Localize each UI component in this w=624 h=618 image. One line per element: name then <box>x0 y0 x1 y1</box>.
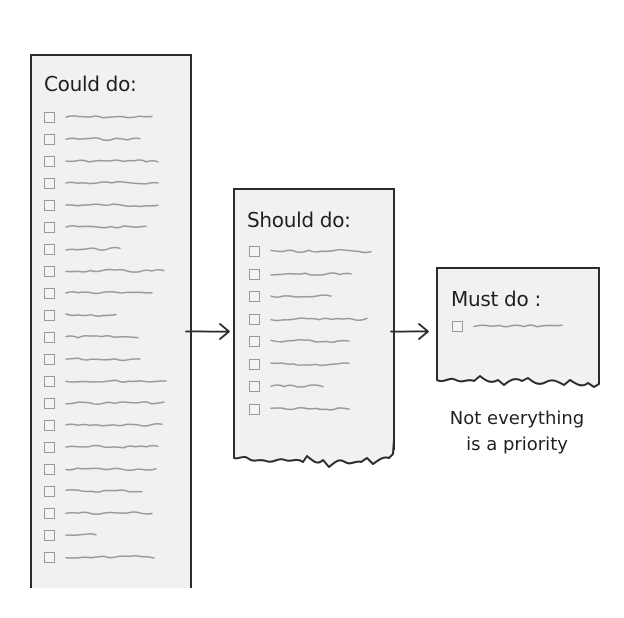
scribble-line <box>65 115 153 119</box>
checkbox-icon <box>44 244 55 255</box>
checkbox-icon <box>44 420 55 431</box>
checkbox-icon <box>44 222 55 233</box>
checkbox-icon <box>44 376 55 387</box>
checkbox-icon <box>44 398 55 409</box>
checkbox-icon <box>249 291 260 302</box>
scribble-line <box>65 224 147 229</box>
scribble-line <box>65 401 165 406</box>
checkbox-icon <box>44 552 55 563</box>
scribble-line <box>65 467 157 472</box>
scribble-line <box>473 324 563 328</box>
torn-edge <box>436 368 600 388</box>
checkbox-icon <box>249 403 260 415</box>
caption-line-1: Not everything <box>449 408 585 429</box>
checkbox-icon <box>44 332 55 343</box>
checkbox-icon <box>249 381 260 392</box>
checkbox-icon <box>44 310 55 321</box>
scribble-line <box>65 290 153 295</box>
checkbox-icon <box>249 313 260 325</box>
scribble-line <box>65 180 159 185</box>
checkbox-icon <box>249 336 260 347</box>
checkbox-icon <box>44 354 55 365</box>
must-do-list: Must do : <box>436 267 600 377</box>
arrow-right-icon <box>185 323 230 340</box>
scribble-line <box>65 533 97 536</box>
scribble-line <box>270 339 350 343</box>
checkbox-icon <box>44 442 55 453</box>
could-do-list: Could do: <box>30 54 192 588</box>
checkbox-icon <box>44 178 55 189</box>
scribble-line <box>270 271 352 276</box>
scribble-line <box>270 384 324 388</box>
scribble-line <box>270 294 332 298</box>
scribble-line <box>65 444 159 449</box>
scribble-line <box>270 248 372 254</box>
scribble-line <box>65 423 163 427</box>
scribble-line <box>65 313 117 317</box>
scribble-line <box>65 511 153 516</box>
checkbox-icon <box>249 358 260 370</box>
checkbox-icon <box>44 464 55 475</box>
scribble-line <box>65 357 141 362</box>
scribble-line <box>270 406 350 411</box>
checkbox-icon <box>44 112 55 123</box>
checkbox-icon <box>44 156 55 167</box>
checkbox-icon <box>44 266 55 277</box>
checkbox-icon <box>44 200 55 211</box>
scribble-line <box>270 361 350 366</box>
arrow-right-icon <box>390 323 429 340</box>
checkbox-icon <box>249 246 260 257</box>
scribble-line <box>65 246 121 251</box>
scribble-line <box>65 379 167 383</box>
scribble-line <box>65 137 141 142</box>
could-do-title: Could do: <box>44 72 137 96</box>
scribble-line <box>65 159 159 163</box>
scribble-line <box>65 268 165 273</box>
caption-line-2: is a priority <box>466 434 568 455</box>
checkbox-icon <box>44 508 55 519</box>
should-do-list: Should do: <box>233 188 395 450</box>
scribble-line <box>270 316 368 321</box>
checkbox-icon <box>44 288 55 299</box>
scribble-line <box>65 334 139 339</box>
should-do-title: Should do: <box>247 208 351 232</box>
checkbox-icon <box>44 486 55 497</box>
checkbox-icon <box>452 321 463 332</box>
checkbox-icon <box>44 134 55 145</box>
scribble-line <box>65 203 159 208</box>
scribble-line <box>65 554 155 559</box>
checkbox-icon <box>44 530 55 541</box>
scribble-line <box>65 489 143 493</box>
checkbox-icon <box>249 268 260 280</box>
torn-edge <box>233 439 395 468</box>
must-do-title: Must do : <box>451 287 541 311</box>
caption: Not everything is a priority <box>432 406 602 458</box>
